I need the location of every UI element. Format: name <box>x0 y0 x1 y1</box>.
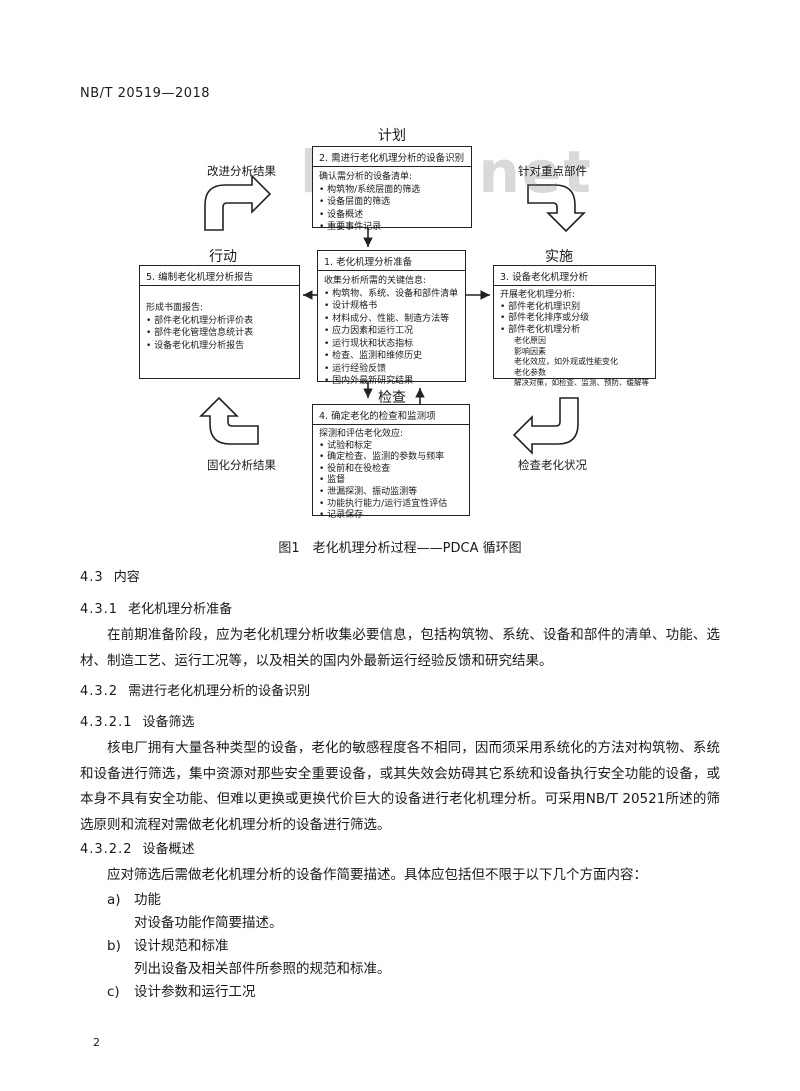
list-item-a-title: 功能 <box>134 892 161 908</box>
list-item: 监督 <box>319 475 463 487</box>
box-intro: 收集分析所需的关键信息: <box>324 276 427 286</box>
box-title: 4. 确定老化的检查和监测项 <box>313 405 469 425</box>
list-item: 部件老化排序或分级 <box>500 313 649 325</box>
box-title: 5. 编制老化机理分析报告 <box>140 266 299 286</box>
list-item: 设备概述 <box>319 209 465 222</box>
phase-check-label: 检查 <box>378 390 406 406</box>
sub-item: 老化原因 <box>514 336 546 345</box>
list-item: 功能执行能力/运行适宜性评估 <box>319 499 463 511</box>
arrow-label-improve: 改进分析结果 <box>207 164 276 178</box>
box-title: 3. 设备老化机理分析 <box>494 266 655 286</box>
box-intro: 形成书面报告: <box>146 303 204 313</box>
list-item: 构筑物、系统、设备和部件清单 <box>324 288 459 301</box>
box-intro: 开展老化机理分析: <box>500 290 576 300</box>
pdca-connectors <box>199 174 586 455</box>
list-item-c-marker: c) <box>107 984 120 1000</box>
arrow-solidify-icon <box>199 396 259 445</box>
box-aging-mechanism-analysis: 3. 设备老化机理分析 开展老化机理分析: 部件老化机理识别 部件老化排序或分级… <box>493 265 656 387</box>
list-item: 确定检查、监测的参数与频率 <box>319 452 463 464</box>
box-inspection-monitoring: 4. 确定老化的检查和监测项 探测和评估老化效应: 试验和标定 确定检查、监测的… <box>312 404 470 520</box>
list-item-a-desc: 对设备功能作简要描述。 <box>134 915 283 931</box>
list-item: 运行经验反馈 <box>324 363 459 376</box>
list-item: 试验和标定 <box>319 441 463 453</box>
list-item: 应力因素和运行工况 <box>324 325 459 338</box>
list-item: 记录保存 <box>319 510 463 522</box>
list-item: 部件老化机理识别 <box>500 302 649 314</box>
list-item-a-marker: a) <box>107 892 121 908</box>
arrow-label-solidify: 固化分析结果 <box>207 458 276 472</box>
list-item: 国内外最新研究结果 <box>324 375 459 388</box>
list-item: 设计规格书 <box>324 300 459 313</box>
paragraph-4-3-2-2: 应对筛选后需做老化机理分析的设备作简要描述。具体应包括但不限于以下几个方面内容： <box>107 867 647 883</box>
list-item: 部件老化机理分析评价表 <box>146 315 293 328</box>
box-title: 2. 需进行老化机理分析的设备识别 <box>313 147 471 167</box>
list-item: 设备老化机理分析报告 <box>146 340 293 353</box>
list-item-b-desc: 列出设备及相关部件所参照的规范和标准。 <box>134 961 391 977</box>
standard-code: NB/T 20519—2018 <box>80 86 211 101</box>
list-item: 役前和在役检查 <box>319 464 463 476</box>
arrow-focus-icon <box>527 184 586 233</box>
paragraph-4-3-1: 在前期准备阶段，应为老化机理分析收集必要信息，包括构筑物、系统、设备和部件的清单… <box>80 627 720 669</box>
page-number: 2 <box>93 1036 100 1049</box>
phase-act-label: 行动 <box>209 249 237 265</box>
box-report: 5. 编制老化机理分析报告 形成书面报告: 部件老化机理分析评价表 部件老化管理… <box>139 265 300 379</box>
arrow-check-icon <box>512 397 579 455</box>
list-item: 设备层面的筛选 <box>319 196 465 209</box>
arrow-improve-icon <box>204 174 272 231</box>
list-item: 检查、监测和维修历史 <box>324 350 459 363</box>
list-item: 泄漏探测、振动监测等 <box>319 487 463 499</box>
list-item: 重要事件记录 <box>319 221 465 234</box>
phase-plan-label: 计划 <box>378 128 406 144</box>
figure-caption: 图1 老化机理分析过程——PDCA 循环图 <box>278 541 522 556</box>
list-item-b-marker: b) <box>107 938 121 954</box>
list-item: 部件老化管理信息统计表 <box>146 327 293 340</box>
box-analysis-preparation: 1. 老化机理分析准备 收集分析所需的关键信息: 构筑物、系统、设备和部件清单 … <box>317 250 466 386</box>
list-item-c-title: 设计参数和运行工况 <box>134 984 256 1000</box>
arrow-label-check: 检查老化状况 <box>518 458 587 472</box>
sub-item: 老化参数 <box>514 367 546 377</box>
box-intro: 确认需分析的设备清单: <box>319 172 413 182</box>
phase-do-label: 实施 <box>545 249 573 265</box>
sub-item: 影响因素 <box>514 346 546 356</box>
list-item: 部件老化机理分析 <box>500 325 649 337</box>
arrow-label-focus: 针对重点部件 <box>518 164 587 178</box>
paragraph-4-3-2-1: 核电厂拥有大量各种类型的设备，老化的敏感程度各不相同，因而须采用系统化的方法对构… <box>80 740 720 833</box>
list-item: 运行现状和状态指标 <box>324 338 459 351</box>
box-intro: 探测和评估老化效应: <box>319 429 404 439</box>
box-equipment-identification: 2. 需进行老化机理分析的设备识别 确认需分析的设备清单: 构筑物/系统层面的筛… <box>312 146 472 232</box>
list-item: 材料成分、性能、制造方法等 <box>324 313 459 326</box>
sub-item: 解决对策，如检查、监测、预防、缓解等 <box>514 378 649 387</box>
sub-item: 老化效应，如外观或性能变化 <box>514 357 618 366</box>
list-item-b-title: 设计规范和标准 <box>134 938 229 954</box>
list-item: 构筑物/系统层面的筛选 <box>319 184 465 197</box>
box-title: 1. 老化机理分析准备 <box>318 251 465 271</box>
